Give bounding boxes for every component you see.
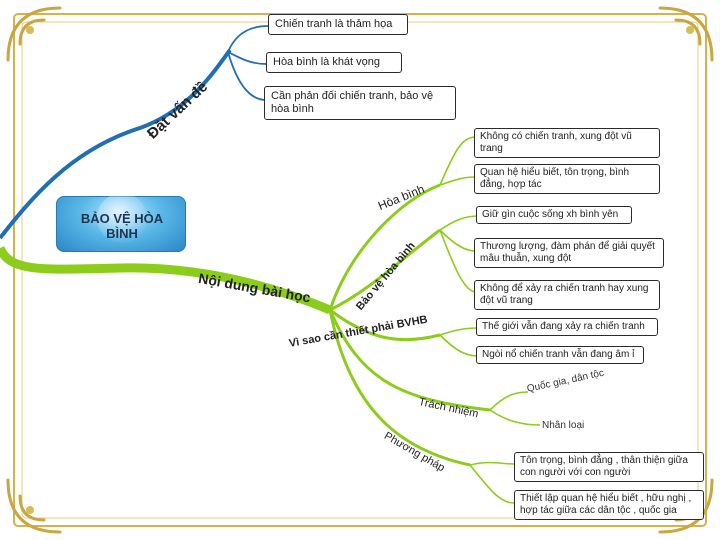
topic-box: Hòa bình là khát vọng [266,52,402,73]
branch-line-bao-ve [329,228,441,312]
topic-label: Nhân loại [542,420,585,431]
globe-icon [97,193,147,243]
connector-dvd-1 [227,25,269,53]
topic-box: Quan hệ hiểu biết, tôn trọng, bình đẳng,… [474,164,660,194]
topic-box: Cần phản đối chiến tranh, bảo vệ hòa bìn… [264,86,456,120]
topic-box: Thương lượng, đàm phán để giải quyết mâu… [474,238,664,268]
branch-line-noi-dung [0,245,332,315]
branch-line-vi-sao [329,308,441,342]
topic-box: Giữ gìn cuộc sống xh bình yên [476,206,632,224]
branch-line-phuong-phap [328,309,471,467]
connector-dvd-2 [227,51,267,65]
branch-line-hoa-binh [328,183,441,311]
topic-box: Thế giới vẫn đang xảy ra chiến tranh [476,318,658,336]
topic-box: Chiến tranh là thảm họa [268,14,408,35]
branch-line-trach-nhiem [328,309,491,412]
topic-box: Thiết lập quan hệ hiểu biết , hữu nghị ,… [514,490,704,520]
topic-box: Không để xảy ra chiến tranh hay xung đột… [474,280,660,310]
topic-box: Không có chiến tranh, xung đột vũ trang [474,128,660,158]
topic-box: Tôn trọng, bình đẳng , thân thiện giữa c… [514,452,704,482]
central-topic-title: BẢO VỆ HÒA BÌNH [57,211,187,241]
central-topic-line2: BÌNH [106,226,138,241]
central-topic-line1: BẢO VỆ HÒA [80,211,164,226]
topic-box: Ngòi nổ chiến tranh vẫn đang âm ỉ [476,346,644,364]
central-topic: BẢO VỆ HÒA BÌNH [56,193,187,252]
connector-dvd-3 [227,51,267,101]
branch-line-dat-van-de [0,48,232,240]
